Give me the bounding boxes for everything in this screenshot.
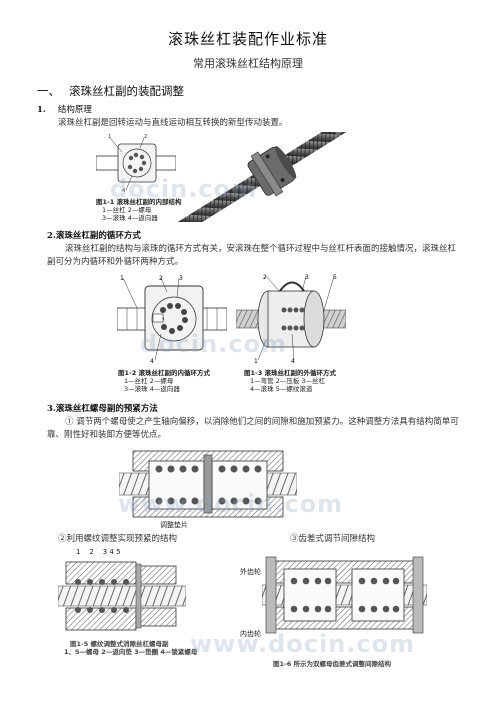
- fig1-caption-title: 图1-1 滚珠丝杠副的内部结构: [96, 198, 182, 206]
- fig3-caption-line2: 1—弯管 2—压板 3—丝杠: [250, 377, 326, 385]
- item1-title: 结构原理: [57, 105, 92, 115]
- watermark: www.docin.com: [118, 490, 344, 518]
- svg-text:1: 1: [254, 358, 258, 364]
- fig2-caption-line2: 1—丝杠 2—螺母: [124, 377, 174, 385]
- fig6-inner-gear-label: 内齿轮: [240, 630, 261, 638]
- svg-text:2: 2: [263, 274, 267, 281]
- fig6-outer-gear-label: 外齿轮: [240, 568, 261, 576]
- fig3-caption: 图1-3 滚珠丝杠副的外循环方式 1—弯管 2—压板 3—丝杠 4—滚珠 5—螺…: [244, 369, 336, 393]
- section-title: 滚珠丝杠副的装配调整: [69, 84, 184, 98]
- svg-text:2: 2: [159, 275, 163, 282]
- svg-text:3: 3: [179, 275, 183, 282]
- item2-text: 滚珠丝杠副的结构与滚珠的循环方式有关，安滚珠在整个循环过程中与丝杠杆表面的接触情…: [47, 244, 457, 267]
- document-subtitle: 常用滚珠丝杠结构原理: [193, 57, 303, 70]
- svg-text:4: 4: [122, 188, 125, 194]
- section-heading: 一、滚珠丝杠副的装配调整: [37, 83, 184, 99]
- fig5-numbers: 1 2 3 4 5: [76, 548, 121, 556]
- item2-heading: 2.滚珠丝杠副的循环方式: [47, 231, 141, 241]
- fig2-caption: 图1-2 滚珠丝杠副的内循环方式 1—丝杠 2—螺母 3—滚珠 4—返向器: [118, 369, 210, 393]
- fig4-label: 调整垫片: [160, 521, 188, 529]
- fig6-diagram: [262, 555, 427, 635]
- fig2-diagram: 1 2 3 4: [117, 274, 227, 364]
- fig2-caption-title: 图1-2 滚珠丝杠副的内循环方式: [118, 369, 211, 377]
- fig5-caption-title: 图1-5 螺纹调整式消隙丝杠螺母副: [70, 640, 169, 648]
- fig3-diagram: 2 3 5 1 4: [236, 274, 346, 364]
- svg-text:3: 3: [305, 274, 309, 281]
- svg-text:4: 4: [150, 358, 154, 364]
- svg-text:5: 5: [333, 274, 337, 281]
- ballscrew-photo: [168, 132, 358, 222]
- fig3-caption-title: 图1-3 滚珠丝杠副的外循环方式: [244, 369, 337, 377]
- fig3-caption-line3: 4—滚珠 5—螺纹滚道: [250, 385, 313, 393]
- item3-text: ① 调节两个螺母使之产生轴向偏移，以消除他们之间的间隙和施加预紧力。这种调整方法…: [47, 417, 459, 440]
- section-number: 一、: [37, 84, 60, 98]
- svg-text:1: 1: [108, 134, 111, 140]
- item1-heading: 1. 结构原理: [37, 104, 92, 117]
- fig2-caption-line3: 3—滚珠 4—返向器: [124, 385, 180, 393]
- sub2-label: ②利用螺纹调整实现预紧的结构: [58, 534, 178, 544]
- svg-text:4: 4: [291, 358, 295, 364]
- item3-heading: 3.滚珠丝杠螺母副的预紧方法: [47, 404, 158, 414]
- item1-number: 1.: [37, 105, 46, 115]
- fig1-caption-line2: 1—丝杠 2—螺母: [102, 206, 152, 214]
- svg-text:1: 1: [120, 275, 124, 282]
- fig5-diagram: [58, 558, 186, 634]
- fig5-caption-line2: 1、5—螺母 2—返向垫 3—垫圈 4—锁紧螺母: [64, 648, 198, 656]
- fig4-diagram: [119, 445, 297, 521]
- fig1-caption: 图1-1 滚珠丝杠副的内部结构 1—丝杠 2—螺母 3—滚珠 4—返向器: [96, 198, 182, 222]
- svg-text:2: 2: [144, 134, 147, 140]
- sub3-label: ③齿差式调节间隙结构: [290, 534, 376, 544]
- watermark: www.docin.com: [190, 630, 416, 658]
- document-title: 滚珠丝杠装配作业标准: [167, 30, 328, 48]
- watermark: docin.com: [140, 330, 288, 358]
- fig1-diagram: 1 2 4: [96, 134, 176, 194]
- fig5-caption: 图1-5 螺纹调整式消隙丝杠螺母副 1、5—螺母 2—返向垫 3—垫圈 4—锁紧…: [64, 640, 197, 656]
- fig1-caption-line3: 3—滚珠 4—返向器: [102, 214, 158, 222]
- fig6-caption: 图1-6 所示为双螺母齿差式调整间隙结构: [273, 660, 392, 668]
- watermark: docin.com: [110, 175, 258, 203]
- item1-text: 滚珠丝杠副是回转运动与直线运动相互转换的新型传动装置。: [58, 118, 288, 128]
